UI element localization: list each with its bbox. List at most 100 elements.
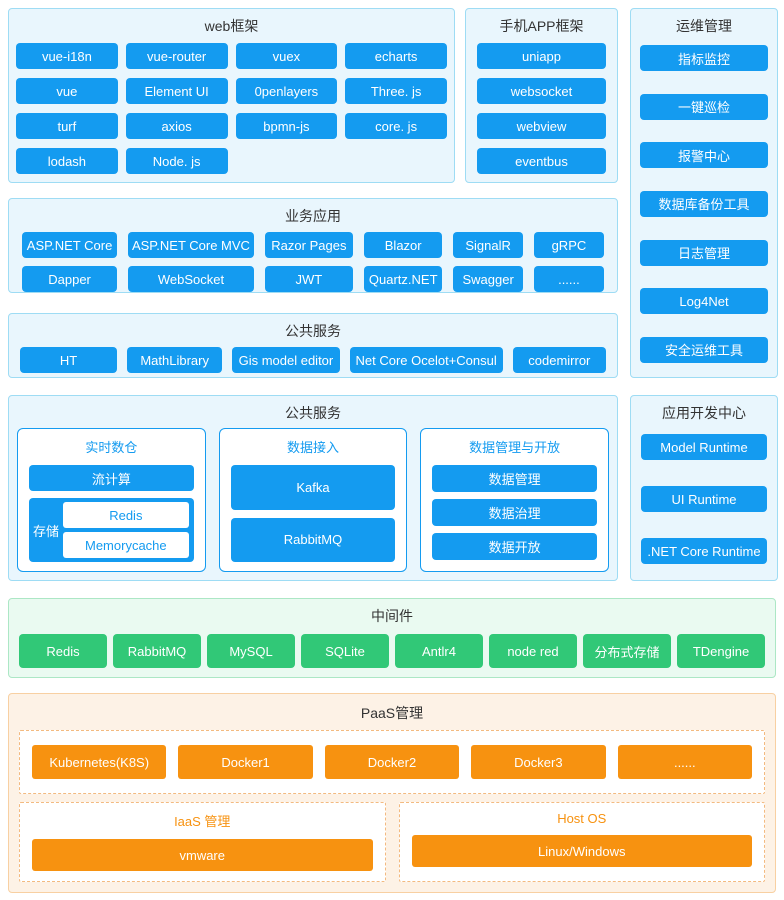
- mobile-app-title: 手机APP框架: [499, 18, 584, 34]
- paas-containers-box: Kubernetes(K8S) Docker1 Docker2 Docker3 …: [19, 730, 765, 794]
- storage-item-chip: Memorycache: [63, 532, 189, 558]
- business-app-chip: ASP.NET Core MVC: [128, 232, 254, 258]
- storage-box: 存储 Redis Memorycache: [29, 498, 194, 562]
- data-access-chip: RabbitMQ: [230, 517, 396, 562]
- paas-container-chip: ......: [617, 745, 752, 779]
- data-access-chip: Kafka: [230, 465, 396, 510]
- web-framework-grid: vue-i18n vue-router vuex echarts vue Ele…: [9, 35, 454, 186]
- web-framework-panel: web框架 vue-i18n vue-router vuex echarts v…: [8, 8, 455, 183]
- web-framework-chip: lodash: [16, 148, 118, 174]
- middleware-chip: RabbitMQ: [113, 634, 201, 668]
- public-services-chip: Net Core Ocelot+Consul: [349, 347, 503, 373]
- app-dev-center-chip: Model Runtime: [641, 434, 767, 460]
- web-framework-chip: vue: [16, 78, 118, 104]
- paas-panel: PaaS管理 Kubernetes(K8S) Docker1 Docker2 D…: [8, 693, 776, 893]
- platform-services-title: 公共服务: [285, 405, 341, 421]
- app-dev-center-chip: UI Runtime: [641, 486, 767, 512]
- paas-container-chip: Kubernetes(K8S): [32, 745, 167, 779]
- middleware-chip: SQLite: [301, 634, 389, 668]
- data-access-list: Kafka RabbitMQ: [230, 465, 396, 562]
- middleware-chip: Antlr4: [395, 634, 483, 668]
- web-framework-chip: Node. js: [125, 148, 228, 174]
- app-dev-center-panel: 应用开发中心 Model Runtime UI Runtime .NET Cor…: [630, 395, 778, 581]
- storage-items: Redis Memorycache: [63, 502, 189, 558]
- ops-mgmt-chip: 指标监控: [640, 45, 768, 71]
- web-framework-title: web框架: [204, 18, 259, 34]
- mobile-app-panel: 手机APP框架 uniapp websocket webview eventbu…: [465, 8, 618, 183]
- host-os-chip: Linux/Windows: [411, 835, 752, 867]
- public-services-panel: 公共服务 HT MathLibrary Gis model editor Net…: [8, 313, 618, 378]
- web-framework-chip: axios: [125, 113, 228, 139]
- app-dev-center-title: 应用开发中心: [662, 405, 746, 421]
- business-app-chip: ......: [533, 266, 604, 292]
- web-framework-chip: turf: [16, 113, 118, 139]
- data-mgmt-list: 数据管理 数据治理 数据开放: [432, 465, 597, 562]
- ops-mgmt-chip: 安全运维工具: [640, 336, 768, 363]
- business-app-chip: SignalR: [453, 232, 523, 258]
- public-services-chip: MathLibrary: [127, 347, 223, 373]
- business-app-panel: 业务应用 ASP.NET Core ASP.NET Core MVC Razor…: [8, 198, 618, 293]
- public-services-chip: Gis model editor: [232, 347, 340, 373]
- paas-title: PaaS管理: [360, 705, 424, 721]
- mobile-app-list: uniapp websocket webview eventbus: [466, 35, 617, 186]
- public-services-chip: codemirror: [512, 347, 606, 373]
- data-access-title: 数据接入: [286, 440, 339, 455]
- realtime-dw-title: 实时数仓: [85, 440, 138, 455]
- public-services-chip: HT: [20, 347, 118, 373]
- ops-mgmt-panel: 运维管理 指标监控 一键巡检 报警中心 数据库备份工具 日志管理 Log4Net…: [630, 8, 778, 378]
- data-mgmt-title: 数据管理与开放: [469, 440, 561, 455]
- public-services-grid: HT MathLibrary Gis model editor Net Core…: [9, 340, 617, 384]
- middleware-chip: Redis: [19, 634, 107, 668]
- main-grid: web框架 vue-i18n vue-router vuex echarts v…: [8, 8, 778, 582]
- business-app-chip: Razor Pages: [264, 232, 353, 258]
- ops-mgmt-chip: 日志管理: [640, 239, 768, 266]
- web-framework-chip: core. js: [345, 113, 447, 139]
- paas-container-chip: Docker1: [178, 745, 313, 779]
- iaas-box: IaaS 管理 vmware: [19, 802, 386, 882]
- web-framework-chip: vue-router: [125, 43, 228, 69]
- business-app-chip: Quartz.NET: [363, 266, 443, 292]
- realtime-dw-box: 实时数仓 流计算 存储 Redis Memorycache: [17, 428, 206, 572]
- mobile-app-chip: uniapp: [477, 43, 606, 69]
- iaas-chip: vmware: [32, 839, 373, 871]
- paas-container-chip: Docker3: [471, 745, 606, 779]
- app-dev-center-list: Model Runtime UI Runtime .NET Core Runti…: [631, 434, 777, 564]
- stream-compute-chip: 流计算: [29, 465, 194, 491]
- paas-bottom-row: IaaS 管理 vmware Host OS Linux/Windows: [19, 802, 765, 882]
- business-app-chip: ASP.NET Core: [22, 232, 118, 258]
- web-framework-chip: Three. js: [345, 78, 447, 104]
- ops-mgmt-chip: 一键巡检: [640, 93, 768, 120]
- paas-container-chip: Docker2: [324, 745, 460, 779]
- middleware-chip: TDengine: [677, 634, 765, 668]
- business-app-chip: WebSocket: [128, 266, 254, 292]
- web-framework-chip: echarts: [345, 43, 447, 69]
- web-framework-chip: vuex: [235, 43, 338, 69]
- ops-mgmt-title: 运维管理: [676, 18, 732, 34]
- mobile-app-chip: webview: [477, 113, 606, 139]
- host-os-box: Host OS Linux/Windows: [398, 802, 765, 882]
- left-column: web框架 vue-i18n vue-router vuex echarts v…: [8, 8, 618, 378]
- web-framework-chip: bpmn-js: [235, 113, 338, 139]
- host-os-title: Host OS: [557, 811, 607, 826]
- web-framework-chip: Element UI: [125, 78, 228, 104]
- platform-services-grid: 实时数仓 流计算 存储 Redis Memorycache 数据接入 Kafka: [9, 422, 617, 582]
- middleware-chip: 分布式存储: [583, 634, 671, 668]
- business-app-chip: Dapper: [22, 266, 118, 292]
- data-access-box: 数据接入 Kafka RabbitMQ: [218, 428, 408, 572]
- storage-item-chip: Redis: [63, 502, 189, 528]
- top-row: web框架 vue-i18n vue-router vuex echarts v…: [8, 8, 618, 183]
- mobile-app-chip: websocket: [477, 78, 606, 104]
- ops-mgmt-chip: 报警中心: [640, 142, 768, 169]
- business-app-chip: JWT: [264, 266, 353, 292]
- data-mgmt-chip: 数据治理: [432, 499, 597, 526]
- iaas-title: IaaS 管理: [174, 814, 231, 829]
- data-mgmt-chip: 数据开放: [432, 533, 597, 560]
- middleware-chip: MySQL: [207, 634, 295, 668]
- business-app-chip: Blazor: [363, 232, 443, 258]
- ops-mgmt-list: 指标监控 一键巡检 报警中心 数据库备份工具 日志管理 Log4Net 安全运维…: [631, 45, 777, 363]
- middleware-grid: Redis RabbitMQ MySQL SQLite Antlr4 node …: [9, 625, 775, 668]
- public-services-title: 公共服务: [285, 323, 341, 339]
- middleware-title: 中间件: [371, 608, 413, 624]
- ops-mgmt-chip: Log4Net: [640, 288, 768, 315]
